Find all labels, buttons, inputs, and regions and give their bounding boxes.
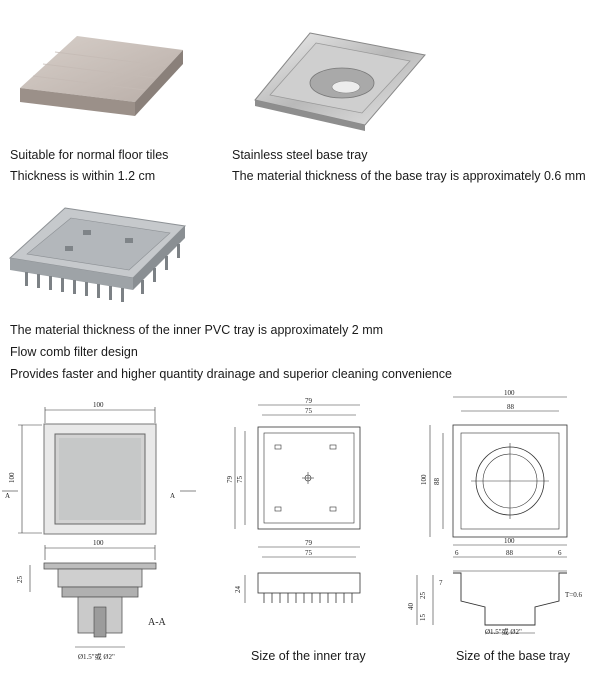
- middle-section-inner-label: 75: [305, 549, 313, 557]
- right-thickness-label: T=0.6: [565, 591, 582, 599]
- right-section-left-label: 6: [455, 549, 459, 557]
- right-h25-label: 25: [419, 592, 427, 600]
- right-inner-height-label: 88: [433, 478, 441, 486]
- middle-inner-height-label: 75: [236, 476, 244, 484]
- steel-base-tray-image: [250, 25, 430, 135]
- inner-tray-caption: Size of the inner tray: [251, 649, 366, 663]
- left-section-mark-a: A: [5, 492, 10, 500]
- right-h40-label: 40: [407, 603, 415, 611]
- base-tray-caption: Size of the base tray: [456, 649, 570, 663]
- left-pipe-label: Ø1.5"或 Ø2": [78, 652, 115, 661]
- middle-inner-width-label: 75: [305, 407, 313, 415]
- right-section-width-label: 100: [504, 537, 515, 545]
- right-section-right-label: 6: [558, 549, 562, 557]
- middle-drawing: 79 75 79 75 79 75 24: [220, 395, 380, 645]
- right-inner-width-label: 88: [507, 403, 515, 411]
- right-pipe-label: Ø1.5"或 Ø2": [485, 627, 522, 636]
- pvc-inner-tray-image: [5, 200, 190, 315]
- right-section-mid-label: 88: [506, 549, 514, 557]
- left-drawing: 100 100 A A 100 25 Ø1.5"或 Ø2" A-A: [0, 395, 200, 670]
- pvc-caption-line-1: The material thickness of the inner PVC …: [10, 323, 384, 337]
- middle-section-outer-label: 79: [305, 539, 313, 547]
- middle-outer-height-label: 79: [226, 476, 234, 484]
- steel-caption-line-1: Stainless steel base tray: [232, 148, 368, 162]
- left-section-height-label: 25: [16, 576, 24, 584]
- right-h7-label: 7: [439, 579, 443, 587]
- tile-sample-image: [15, 30, 190, 120]
- right-drawing: 100 88 100 88 100 6 88 6 7 25 40 15 T=0.…: [405, 385, 600, 645]
- right-section-mark-a: A: [170, 492, 175, 500]
- left-side-height-label: 100: [8, 472, 16, 483]
- right-h15-label: 15: [419, 614, 427, 622]
- pvc-caption-line-2: Flow comb filter design: [10, 345, 138, 359]
- tile-caption-line-1: Suitable for normal floor tiles: [10, 148, 169, 162]
- steel-caption-line-2: The material thickness of the base tray …: [232, 169, 586, 183]
- right-outer-height-label: 100: [420, 474, 428, 485]
- section-title-aa: A-A: [148, 617, 167, 628]
- middle-outer-width-label: 79: [305, 397, 313, 405]
- right-outer-width-label: 100: [504, 389, 515, 397]
- pvc-caption-line-3: Provides faster and higher quantity drai…: [10, 367, 452, 381]
- middle-section-height-label: 24: [234, 586, 242, 594]
- left-section-width-label: 100: [93, 539, 104, 547]
- tile-caption-line-2: Thickness is within 1.2 cm: [10, 169, 156, 183]
- left-top-width-label: 100: [93, 401, 104, 409]
